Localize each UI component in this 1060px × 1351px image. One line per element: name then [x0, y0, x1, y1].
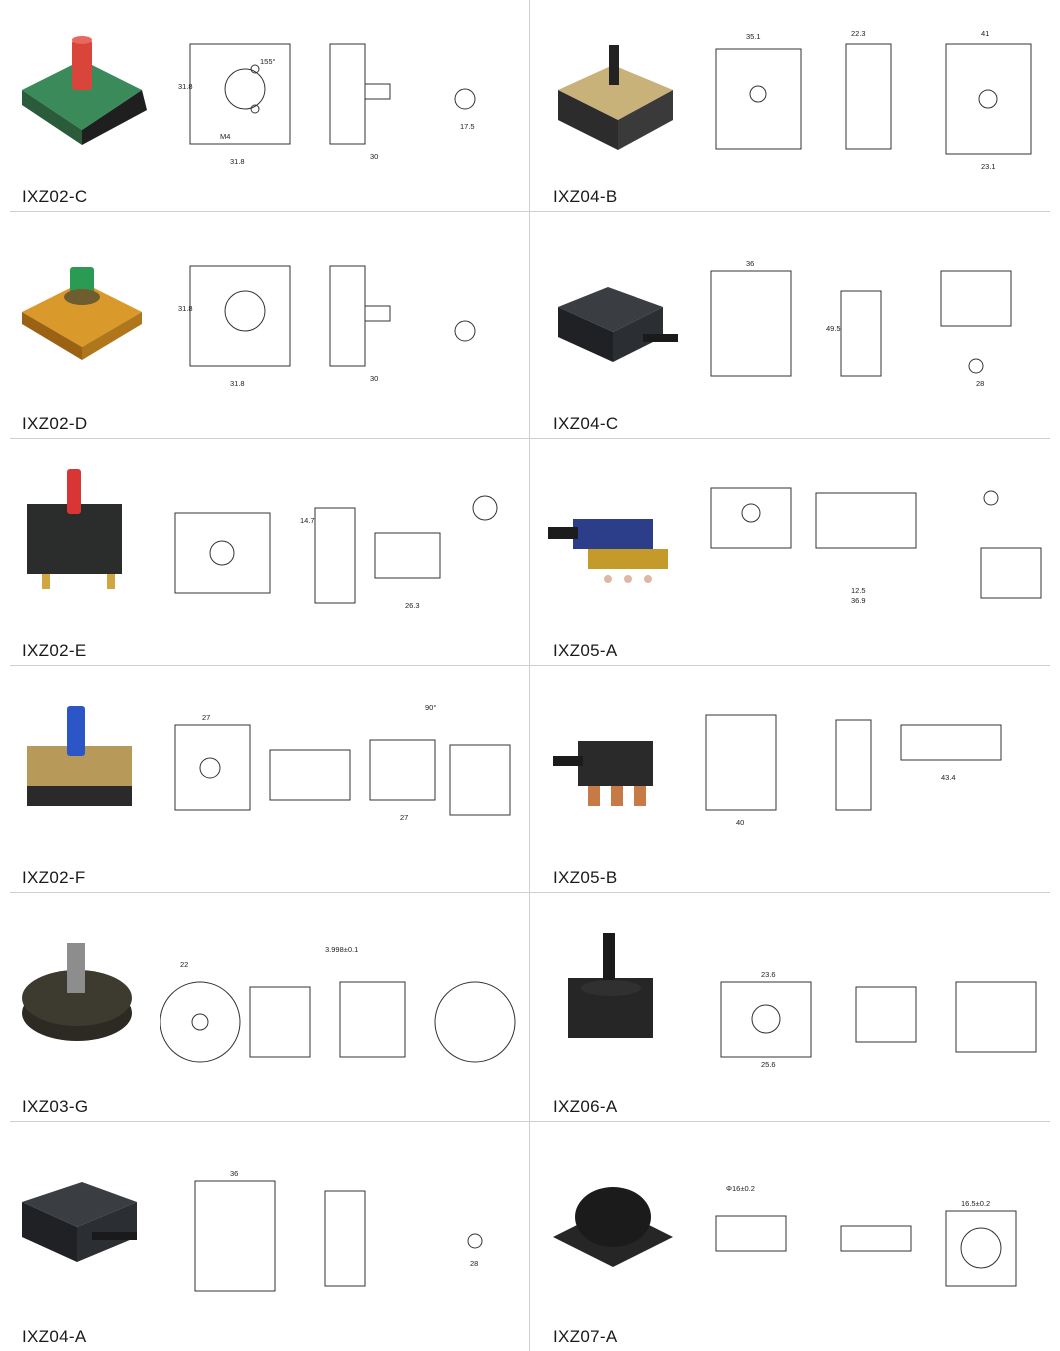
dim-label: 22: [180, 960, 188, 969]
product-model-label: IXZ03-G: [22, 1097, 89, 1116]
dim-label: M4: [220, 132, 230, 141]
product-model-label: IXZ04-A: [22, 1327, 87, 1346]
dim-label: 31.8: [178, 82, 193, 91]
dim-label: 3.998±0.1: [325, 945, 358, 954]
dim-label: 36.9: [851, 596, 866, 605]
dim-label: 36: [230, 1169, 238, 1178]
dim-label: 31.8: [178, 304, 193, 313]
technical-drawing: 26.3 14.7: [174, 495, 498, 610]
dim-label: 14.7: [300, 516, 315, 525]
dim-label: 25.6: [761, 1060, 776, 1069]
product-model-label: IXZ07-A: [553, 1327, 618, 1346]
row-divider: [10, 438, 1050, 439]
dim-label: 31.8: [230, 379, 245, 388]
product-photo-brass-switch-blue-knob: [27, 706, 132, 806]
product-model-label: IXZ02-F: [22, 868, 86, 887]
product-photo-black-square-switch: [27, 469, 122, 589]
dim-label: 28: [470, 1259, 478, 1268]
product-photo-black-dome-knob: [553, 1187, 673, 1267]
dim-label: 27: [400, 813, 408, 822]
product-model-label: IXZ02-E: [22, 641, 87, 660]
product-cell-ixz04-c: 36 49.5 28 IXZ04-C: [531, 212, 1060, 438]
product-cell-ixz05-a: 36.9 12.5 IXZ05-A: [531, 439, 1060, 665]
dim-label: 36: [746, 259, 754, 268]
technical-drawing: 40 43.4: [705, 714, 1002, 827]
product-model-label: IXZ05-A: [553, 641, 618, 660]
product-photo-black-box-side-shaft: [22, 1182, 137, 1262]
dim-label: 17.5: [460, 122, 475, 131]
product-cell-ixz03-g: 22 3.998±0.1 IXZ03-G: [0, 893, 529, 1121]
dim-label: 28: [976, 379, 984, 388]
dim-label: 43.4: [941, 773, 956, 782]
dim-label: 40: [736, 818, 744, 827]
product-model-label: IXZ02-D: [22, 414, 88, 433]
product-cell-ixz04-b: 35.1 22.3 41 23.1 IXZ04-B: [531, 0, 1060, 211]
product-model-label: IXZ04-B: [553, 187, 618, 206]
row-divider: [10, 665, 1050, 666]
row-divider: [10, 1121, 1050, 1122]
product-model-label: IXZ04-C: [553, 414, 619, 433]
column-divider: [529, 0, 530, 1351]
product-photo-gold-square-switch: [22, 267, 142, 360]
dim-label: 27: [202, 713, 210, 722]
product-photo-cam-switch-copper: [553, 741, 653, 806]
product-photo-green-square-switch: [22, 36, 147, 145]
dim-label: 22.3: [851, 29, 866, 38]
technical-drawing: Φ16±0.2 16.5±0.2: [715, 1184, 1017, 1287]
dim-label: 23.6: [761, 970, 776, 979]
product-cell-ixz02-d: 31.8 31.8 30 IXZ02-D: [0, 212, 529, 438]
technical-drawing: 36 49.5 28: [710, 259, 1012, 388]
product-cell-ixz04-a: 36 28 IXZ04-A: [0, 1122, 529, 1351]
dim-label: 23.1: [981, 162, 996, 171]
technical-drawing: 31.8 31.8 30: [178, 265, 476, 388]
product-cell-ixz05-b: 40 43.4 IXZ05-B: [531, 666, 1060, 892]
technical-drawing: 36.9 12.5: [710, 487, 1042, 605]
dim-label: 12.5: [851, 586, 866, 595]
dim-label: 30: [370, 152, 378, 161]
technical-drawing: 35.1 22.3 41 23.1: [715, 29, 1032, 171]
technical-drawing: 36 28: [194, 1169, 483, 1292]
dim-label: 41: [981, 29, 989, 38]
dim-label: 49.5: [826, 324, 841, 333]
product-model-label: IXZ02-C: [22, 187, 88, 206]
product-cell-ixz06-a: 23.6 25.6 IXZ06-A: [531, 893, 1060, 1121]
row-divider: [10, 892, 1050, 893]
product-cell-ixz07-a: Φ16±0.2 16.5±0.2 IXZ07-A: [531, 1122, 1060, 1351]
product-photo-black-box-switch: [558, 287, 678, 362]
technical-drawing: 22 3.998±0.1: [160, 945, 516, 1063]
dim-label: Φ16±0.2: [726, 1184, 755, 1193]
technical-drawing: 31.8 31.8 155° M4 30 17.5: [178, 43, 476, 166]
dim-label: 31.8: [230, 157, 245, 166]
technical-drawing: 27 27 90°: [174, 703, 511, 822]
product-photo-metal-frame-switch: [558, 45, 673, 150]
dim-label: 26.3: [405, 601, 420, 610]
product-photo-black-rotary-long-shaft: [568, 933, 653, 1038]
product-photo-round-rotary-switch: [22, 943, 132, 1041]
technical-drawing: 23.6 25.6: [720, 970, 1037, 1069]
product-photo-blue-cam-switch: [548, 519, 668, 583]
dim-label: 35.1: [746, 32, 761, 41]
row-divider: [10, 211, 1050, 212]
dim-label: 155°: [260, 57, 276, 66]
product-cell-ixz02-e: 26.3 14.7 IXZ02-E: [0, 439, 529, 665]
product-cell-ixz02-f: 27 27 90° IXZ02-F: [0, 666, 529, 892]
dim-label: 16.5±0.2: [961, 1199, 990, 1208]
product-model-label: IXZ06-A: [553, 1097, 618, 1116]
product-model-label: IXZ05-B: [553, 868, 618, 887]
product-cell-ixz02-c: 31.8 31.8 155° M4 30 17.5 IXZ02-C: [0, 0, 529, 211]
dim-label: 30: [370, 374, 378, 383]
dim-label: 90°: [425, 703, 436, 712]
